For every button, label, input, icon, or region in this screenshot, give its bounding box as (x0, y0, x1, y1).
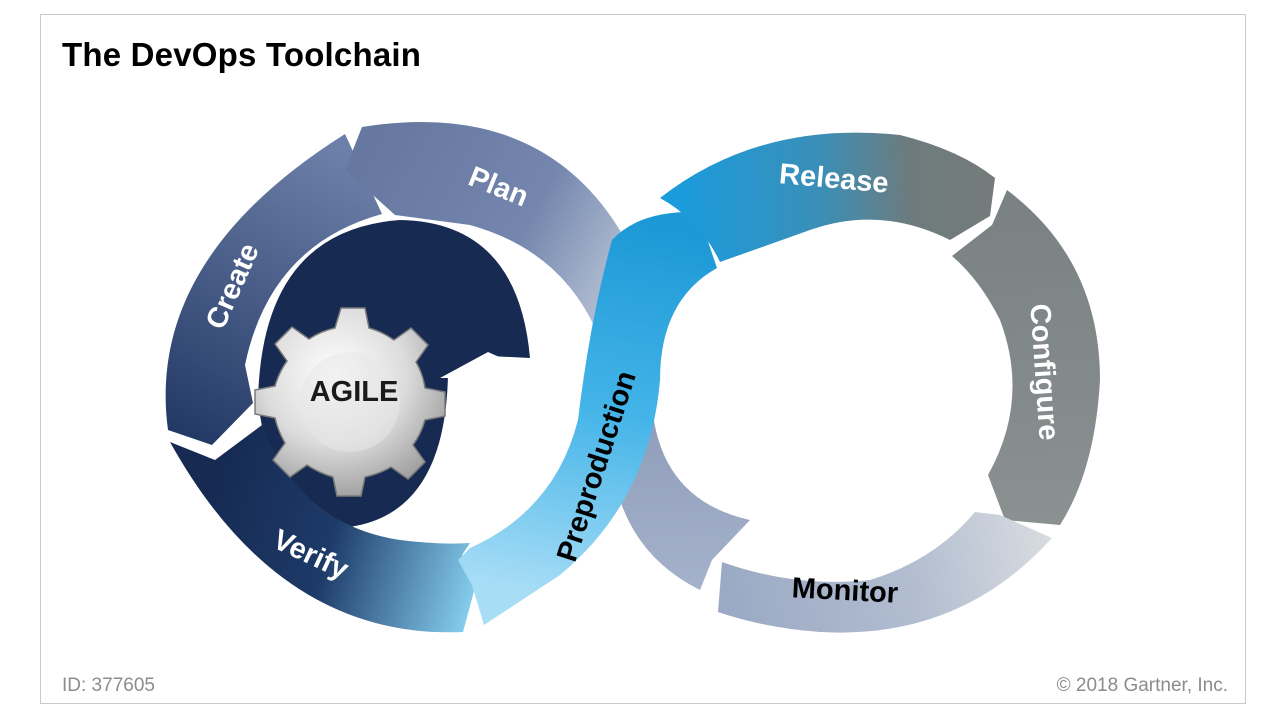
release-segment (660, 132, 995, 262)
document-id: ID: 377605 (62, 675, 155, 696)
agile-arrow-notch (440, 352, 545, 392)
monitor-tail-segment (620, 405, 750, 590)
verify-segment (170, 425, 477, 633)
gear-icon (254, 307, 446, 497)
copyright-notice: © 2018 Gartner, Inc. (1056, 675, 1228, 696)
monitor-label: Monitor (791, 572, 899, 610)
preproduction-segment (458, 211, 717, 625)
page-title: The DevOps Toolchain (62, 36, 422, 73)
create-segment (165, 134, 382, 445)
configure-segment (952, 190, 1100, 525)
plan-segment (345, 121, 637, 330)
agile-label: AGILE (310, 376, 399, 408)
monitor-segment (718, 512, 1052, 633)
